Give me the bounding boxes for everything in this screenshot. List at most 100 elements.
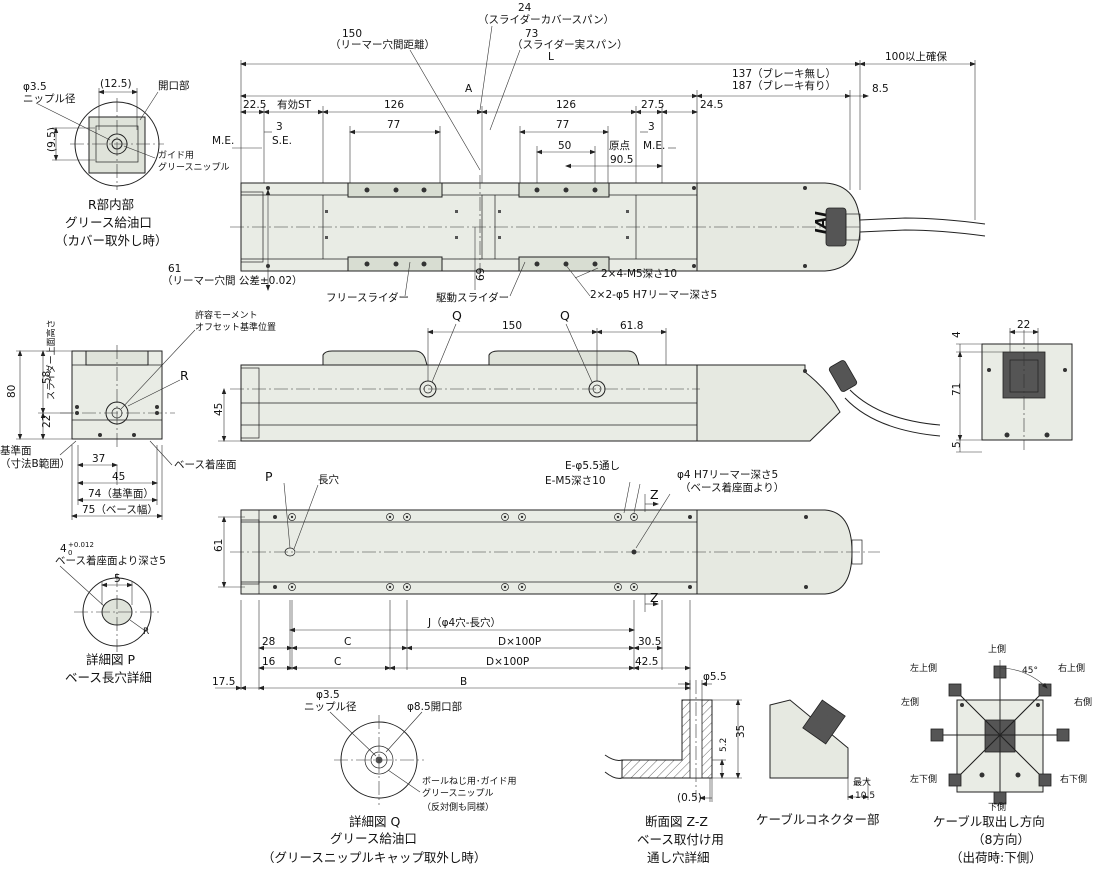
iai-logo: IAI <box>812 211 830 234</box>
r-dim-125: (12.5) <box>100 78 132 90</box>
dir-bottom-right: 右下側 <box>1060 773 1087 785</box>
dim-61-label: （リーマー穴間 公差±0.02） <box>162 274 303 287</box>
r-title-2: グリース給油口 <box>65 215 152 230</box>
q-opening: φ8.5開口部 <box>407 700 462 713</box>
cable-direction: 上側 左上側 右上側 左側 右側 左下側 下側 右下側 45° ケーブル取出し方… <box>901 643 1092 865</box>
dim-B: B <box>460 676 467 688</box>
ref-2: （寸法B範囲） <box>0 457 70 470</box>
dim-C1: C <box>344 636 351 648</box>
q-phi35: φ3.5 <box>316 689 340 701</box>
me-right: M.E. <box>643 140 665 152</box>
dim-77a: 77 <box>387 119 400 131</box>
q-title-2: グリース給油口 <box>330 831 417 846</box>
side-dim-150: 150 <box>502 320 522 332</box>
moment-2: オフセット基準位置 <box>195 321 276 333</box>
connector-detail: 最大 10.5 ケーブルコネクター部 <box>756 699 880 827</box>
Z1: Z <box>650 487 659 502</box>
base-seat: ベース着座面 <box>174 458 236 471</box>
bottom-view: P 長穴 E-φ5.5通し E-M5深さ10 φ4 H7リーマー深さ5 （ベース… <box>212 460 880 691</box>
q-title-1: 詳細図 Q <box>349 814 400 829</box>
dim-L: L <box>548 51 554 63</box>
dir-angle: 45° <box>1022 666 1038 676</box>
r-title-3: （カバー取外し時） <box>55 233 168 248</box>
dim-150: 150 <box>342 28 362 40</box>
side-dim-45: 45 <box>213 403 225 416</box>
top-dim-lines <box>232 25 976 220</box>
dim-50: 50 <box>558 140 571 152</box>
e-m5: E-M5深さ10 <box>545 475 606 487</box>
dim-100: 100以上確保 <box>885 50 948 63</box>
bottom-dim-61: 61 <box>213 539 225 552</box>
cable-connector-top <box>825 207 847 247</box>
dim-A: A <box>465 83 473 95</box>
zz-dim-35: 35 <box>735 725 747 738</box>
slot-label: 長穴 <box>318 473 339 486</box>
moment-1: 許容モーメント <box>195 309 258 321</box>
dim-61: 61 <box>168 263 181 275</box>
dir-title-1: ケーブル取出し方向 <box>933 814 1045 829</box>
Z2: Z <box>650 590 659 605</box>
r-phi35: φ3.5 <box>23 81 47 93</box>
dim-22: 22 <box>41 415 53 428</box>
dim-90-5: 90.5 <box>610 154 633 166</box>
dim-16: 16 <box>262 656 276 668</box>
dim-30-5: 30.5 <box>638 636 661 648</box>
dim-st: 有効ST <box>277 98 312 111</box>
end-dim-22: 22 <box>1017 319 1030 331</box>
Q2: Q <box>560 308 570 323</box>
Q1: Q <box>452 308 462 323</box>
dir-left: 左側 <box>901 696 919 708</box>
zz-detail: φ5.5 35 5.2 (0.5) 断面図 Z-Z ベース取付け用 通し穴詳細 <box>604 671 747 865</box>
zz-title-1: 断面図 Z-Z <box>645 814 708 829</box>
dim-74: 74（基準面） <box>88 487 154 500</box>
dim-3b: 3 <box>648 121 655 133</box>
q-nipple-3: （反対側も同様） <box>422 801 494 813</box>
end-view: 22 4 71 5 <box>951 319 1073 453</box>
front-R: R <box>180 368 189 383</box>
dim-C2: C <box>334 656 341 668</box>
p-detail: 4 +0.012 0 ベース着座面より深さ5 5 R 詳細図 P ベース長穴詳細 <box>55 541 166 685</box>
phi4-1: φ4 H7リーマー深さ5 <box>677 469 778 481</box>
r-opening: 開口部 <box>158 79 190 92</box>
side-dim-61-8: 61.8 <box>620 320 643 332</box>
dim-24: 24 <box>518 2 532 14</box>
zz-title-2: ベース取付け用 <box>637 832 724 847</box>
dim-77b: 77 <box>556 119 569 131</box>
q-detail: φ3.5 ニップル径 φ8.5開口部 ボールねじ用･ガイド用 グリースニップル … <box>262 689 517 865</box>
r-guide-2: グリースニップル <box>158 161 230 173</box>
r-detail: φ3.5 ニップル径 (12.5) 開口部 (9.5) ガイド用 グリースニップ… <box>23 78 230 248</box>
dim-80-label: スライダー上面高さ <box>45 319 57 400</box>
r-title-1: R部内部 <box>88 197 134 212</box>
dim-42-5: 42.5 <box>635 656 658 668</box>
ref-1: 基準面 <box>0 444 32 457</box>
r-dim-95: (9.5) <box>46 127 58 152</box>
dir-right: 右側 <box>1074 696 1092 708</box>
dir-top-right: 右上側 <box>1058 662 1085 674</box>
zz-phi55: φ5.5 <box>703 671 727 683</box>
dim-80: 80 <box>6 385 18 398</box>
dir-title-2: （8方向） <box>972 832 1030 847</box>
dir-bottom: 下側 <box>988 801 1006 813</box>
top-dim-text: 24 （スライダーカバースパン） 150 （リーマー穴間距離） 73 （スライダ… <box>212 2 948 166</box>
p-title-1: 詳細図 P <box>86 652 135 667</box>
r-guide-1: ガイド用 <box>158 150 194 161</box>
phi4-2: （ベース着座面より） <box>680 481 784 494</box>
q-nipple-2: グリースニップル <box>422 787 494 799</box>
P-label: P <box>265 469 273 484</box>
dim-58: 58 <box>41 371 53 384</box>
p-tol-sub: 0 <box>68 549 72 557</box>
e-phi55: E-φ5.5通し <box>565 460 620 472</box>
q-phi35-label: ニップル径 <box>304 700 357 713</box>
end-dim-4: 4 <box>951 331 963 338</box>
conn-max-1: 最大 <box>853 776 871 788</box>
dim-28: 28 <box>262 636 275 648</box>
dim-126b: 126 <box>556 99 576 111</box>
dir-top: 上側 <box>988 643 1006 655</box>
origin: 原点 <box>609 140 630 152</box>
p-dim-5: 5 <box>114 573 121 585</box>
p-tol-sup: +0.012 <box>68 541 94 549</box>
dim-187: 187（ブレーキ有り） <box>732 79 836 92</box>
zz-title-3: 通し穴詳細 <box>647 850 710 865</box>
dim-73: 73 <box>525 28 538 40</box>
